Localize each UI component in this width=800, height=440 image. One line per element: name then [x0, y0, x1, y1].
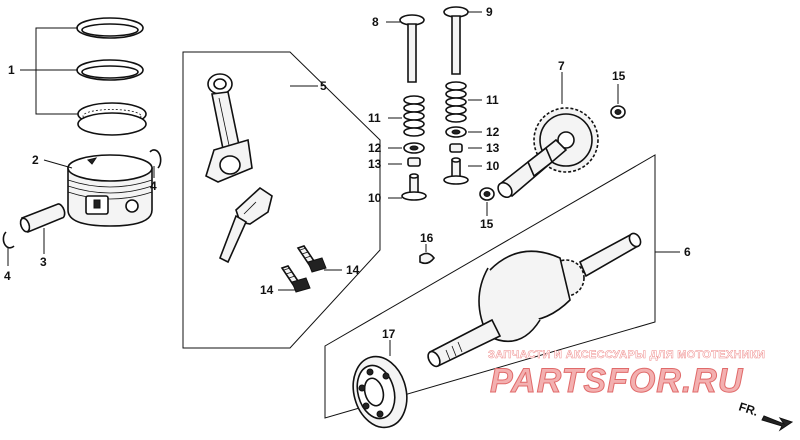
intake-valve-spring[interactable] — [403, 95, 425, 137]
exhaust-spring-retainer[interactable] — [445, 126, 467, 138]
callout-11-right: 11 — [486, 93, 499, 107]
callout-5: 5 — [320, 79, 327, 93]
callout-12-left: 12 — [368, 141, 382, 155]
watermark-brand: PARTSFOR.RU — [490, 362, 744, 400]
intake-valve[interactable] — [399, 14, 425, 83]
front-direction-label: FR. — [737, 400, 760, 419]
camshaft-washer-upper[interactable] — [610, 105, 626, 119]
piston[interactable] — [67, 154, 153, 227]
callout-11-left: 11 — [368, 111, 381, 125]
crankshaft-group-frame — [324, 154, 656, 419]
exhaust-tappet[interactable] — [443, 157, 469, 185]
rod-bolt-upper[interactable] — [296, 245, 327, 273]
callout-6: 6 — [684, 245, 691, 259]
front-direction-arrow-icon — [761, 415, 794, 432]
intake-tappet[interactable] — [401, 173, 427, 201]
callout-4-left: 4 — [4, 269, 11, 283]
camshaft[interactable] — [495, 107, 599, 200]
leader-2 — [43, 159, 73, 169]
piston-pin-clip-left[interactable] — [2, 231, 15, 249]
callout-1: 1 — [8, 63, 15, 77]
piston-rings[interactable] — [76, 17, 147, 136]
callout-10-right: 10 — [486, 159, 500, 173]
intake-valve-cap[interactable] — [407, 157, 421, 167]
rod-bolt-lower[interactable] — [280, 265, 311, 293]
watermark-caption: ЗАПЧАСТИ И АКСЕССУАРЫ ДЛЯ МОТОТЕХНИКИ — [488, 349, 765, 361]
crankshaft[interactable] — [426, 231, 643, 368]
exhaust-valve-spring[interactable] — [445, 81, 467, 123]
callout-8: 8 — [372, 15, 379, 29]
crankshaft-bearing[interactable] — [346, 350, 415, 433]
callout-17: 17 — [382, 327, 396, 341]
callout-bracket-1 — [20, 27, 78, 115]
exhaust-valve[interactable] — [443, 6, 469, 75]
piston-pin-clip-right[interactable] — [149, 149, 162, 169]
callout-15-lower: 15 — [480, 217, 494, 231]
intake-spring-retainer[interactable] — [403, 142, 425, 154]
callout-16: 16 — [420, 231, 434, 245]
exhaust-valve-cap[interactable] — [449, 143, 463, 153]
piston-pin[interactable] — [19, 203, 66, 234]
callout-13-right: 13 — [486, 141, 500, 155]
callout-13-left: 13 — [368, 157, 382, 171]
callout-14-left: 14 — [260, 283, 274, 297]
callout-7: 7 — [558, 59, 565, 73]
callout-15-upper: 15 — [612, 69, 626, 83]
callout-14-right: 14 — [346, 263, 360, 277]
callout-4-right: 4 — [150, 179, 157, 193]
callout-3: 3 — [40, 255, 47, 269]
connecting-rod-cap[interactable] — [218, 186, 273, 264]
connecting-rod-group-frame — [182, 51, 381, 349]
callout-9: 9 — [486, 5, 493, 19]
callout-10-left: 10 — [368, 191, 382, 205]
callout-12-right: 12 — [486, 125, 500, 139]
camshaft-washer-lower[interactable] — [479, 187, 495, 201]
woodruff-key[interactable] — [419, 252, 436, 265]
callout-2: 2 — [32, 153, 39, 167]
connecting-rod[interactable] — [205, 73, 253, 183]
